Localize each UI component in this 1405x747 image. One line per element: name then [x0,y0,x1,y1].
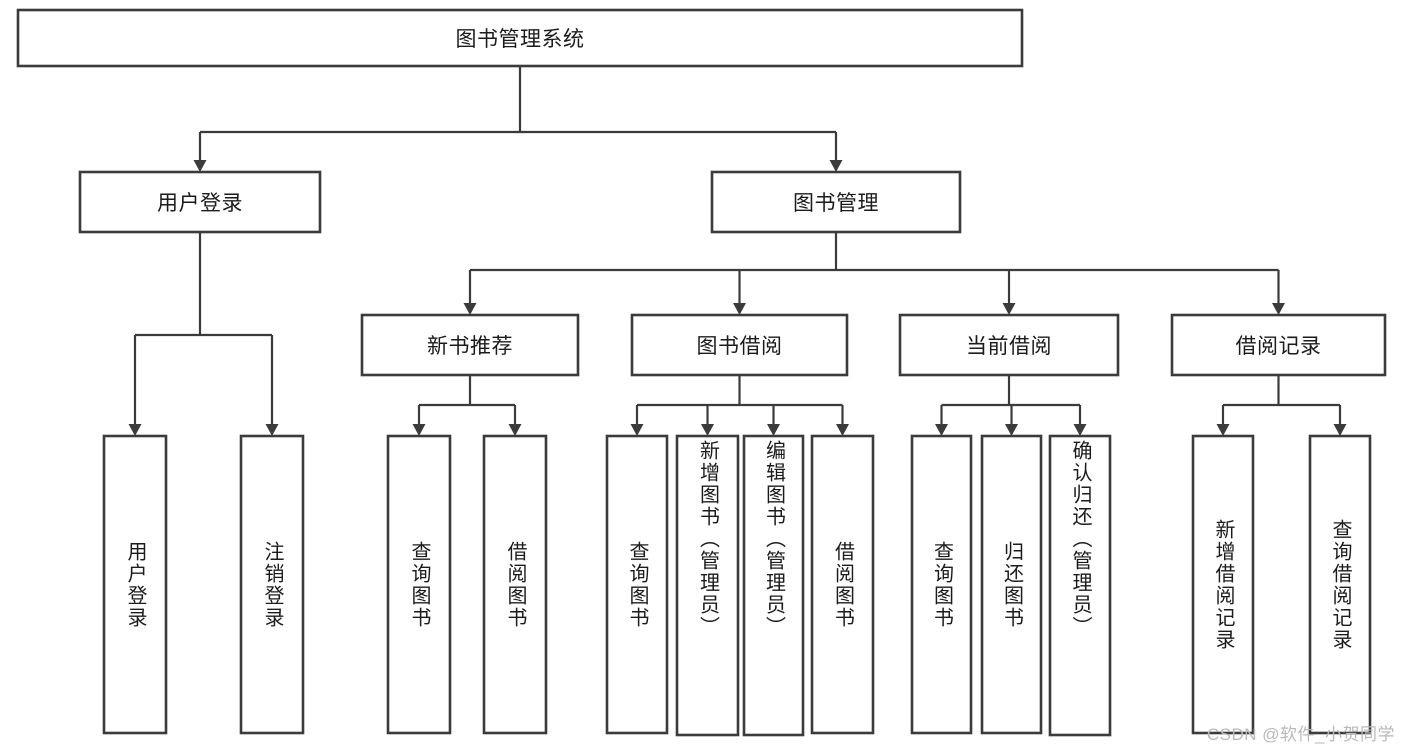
node-leaf-user-login[interactable] [102,434,168,735]
arrow-head-icon [1002,303,1016,315]
arrow-head-icon [412,424,426,436]
arrow-head-icon [701,424,714,436]
node-leaf-query-book-1[interactable] [386,434,452,735]
node-leaf-query-book-3[interactable] [910,434,973,735]
arrow-head-icon [1333,424,1347,436]
arrow-head-icon [836,424,849,436]
arrow-head-icon [128,424,142,436]
node-root[interactable] [16,8,1024,68]
node-leaf-confirm-return[interactable] [1048,434,1112,737]
node-leaf-query-book-2[interactable] [605,434,669,735]
arrow-head-icon [265,424,279,436]
arrow-head-icon [463,303,477,315]
arrow-head-icon [1005,424,1018,436]
node-user-login[interactable] [78,170,322,234]
node-leaf-add-record[interactable] [1191,434,1255,735]
arrow-head-icon [733,303,746,315]
arrow-head-icon [1272,303,1285,315]
node-box-layer [16,8,1387,737]
node-borrow-record[interactable] [1170,313,1387,377]
node-leaf-return-book[interactable] [980,434,1043,735]
arrow-head-icon [1216,424,1230,436]
arrow-head-icon [1073,424,1087,436]
node-leaf-borrow-book-2[interactable] [810,434,875,735]
arrow-head-icon [193,160,207,172]
arrow-head-icon [630,424,644,436]
node-new-book-recommend[interactable] [360,313,580,377]
arrow-head-icon [508,424,522,436]
node-book-manage[interactable] [710,170,962,234]
node-leaf-logout[interactable] [239,434,305,735]
arrow-head-icon [829,160,843,172]
node-leaf-borrow-book-1[interactable] [482,434,548,735]
connector-layer [128,66,1347,436]
node-book-borrow[interactable] [630,313,849,377]
node-leaf-query-record[interactable] [1308,434,1372,735]
node-leaf-edit-book[interactable] [742,434,805,737]
node-current-borrow[interactable] [898,313,1120,377]
arrow-head-icon [935,424,948,436]
node-leaf-add-book[interactable] [675,434,740,737]
watermark-text: CSDN @软件_小贺同学 [1206,725,1395,744]
arrow-head-icon [767,424,780,436]
